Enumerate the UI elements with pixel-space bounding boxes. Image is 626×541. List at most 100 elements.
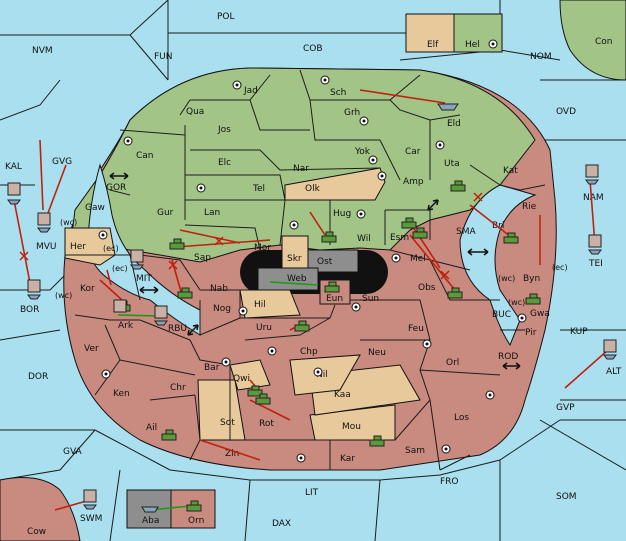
- tank-army-icon: [321, 231, 337, 243]
- supply-center-icon: [289, 220, 299, 230]
- label-sam: Sam: [405, 446, 425, 456]
- label-esm: Esm: [390, 233, 409, 243]
- tank-army-icon: [412, 227, 428, 239]
- supply-center-icon: [435, 140, 445, 150]
- label-gvg: GVG: [52, 157, 72, 167]
- label-chp: Chp: [300, 347, 318, 357]
- label-lan: Lan: [204, 208, 220, 218]
- supply-center-icon: [517, 313, 527, 323]
- ship-fleet-icon: [113, 299, 127, 313]
- label-rot: Rot: [259, 419, 274, 429]
- label-hug: Hug: [333, 209, 351, 219]
- supply-center-icon: [221, 357, 231, 367]
- label-con: Con: [595, 37, 613, 47]
- label-eld: Eld: [447, 119, 461, 129]
- fleets: [7, 103, 617, 513]
- supply-center-icon: [101, 369, 111, 379]
- land-qwi: [229, 359, 271, 391]
- legend-tan-label: Elf: [427, 40, 439, 50]
- tank-army-icon: [503, 232, 519, 244]
- supply-center-icon: [98, 230, 108, 240]
- double-arrow-icon: [109, 172, 129, 180]
- supply-center-icon: [391, 253, 401, 263]
- label-tei: TEI: [588, 259, 603, 269]
- tank-army-icon: [161, 429, 177, 441]
- label-nvm: NVM: [32, 46, 53, 56]
- ship-fleet-icon: [588, 234, 602, 255]
- label-ver: Ver: [84, 344, 99, 354]
- label-nar: Nar: [293, 164, 309, 174]
- double-arrow-icon: [502, 362, 521, 370]
- ship-fleet-icon: [437, 103, 459, 111]
- land-labels: Jad Sch Qua Jos Grh Eld Can Yok Car Uta …: [70, 86, 550, 464]
- label-ark: Ark: [118, 321, 134, 331]
- supply-center-icon: [377, 171, 387, 181]
- label-chr: Chr: [170, 383, 186, 393]
- tank-army-icon: [369, 435, 385, 447]
- label-gva: GVA: [63, 447, 83, 457]
- land-con: [559, 0, 626, 81]
- label-kor: Kor: [80, 284, 95, 294]
- label-ovd: OVD: [556, 107, 576, 117]
- tank-army-icon: [247, 385, 263, 397]
- coast-wc-gwa: (wc): [508, 298, 525, 307]
- label-gor: GOR: [106, 183, 126, 193]
- ship-fleet-icon: [154, 305, 168, 326]
- ship-fleet-icon: [7, 182, 21, 205]
- label-gur: Gur: [157, 208, 174, 218]
- label-rbu: RBU: [168, 324, 187, 334]
- label-hil: Hil: [254, 300, 266, 310]
- label-ail: Ail: [146, 423, 157, 433]
- label-kal: KAL: [5, 162, 22, 172]
- label-mou: Mou: [342, 422, 361, 432]
- label-dax: DAX: [272, 519, 291, 529]
- label-mor: Mor: [254, 243, 271, 253]
- supply-center-icon: [313, 367, 323, 377]
- label-skr: Skr: [287, 254, 302, 264]
- legend-tan-box: [405, 13, 455, 53]
- coast-ec-mit: (ec): [112, 264, 128, 273]
- label-wil: Wil: [357, 234, 371, 244]
- internal-borders: [65, 69, 546, 471]
- supply-center-icon: [485, 390, 495, 400]
- coast-labels: (wc) (ec) (ec) (wc) (wc) (wc) (ec): [55, 218, 568, 307]
- double-arrow-icon: [139, 286, 159, 294]
- label-gaw: Gaw: [85, 203, 105, 213]
- failed-order-marks: [19, 192, 483, 280]
- tank-army-icon: [186, 500, 202, 512]
- supply-center-icon: [351, 302, 361, 312]
- label-mit: MIT: [136, 274, 152, 284]
- tank-army-icon: [255, 393, 271, 405]
- label-sap: Sap: [194, 253, 211, 263]
- label-orn: Orn: [188, 516, 204, 526]
- supply-center-icon: [238, 306, 248, 316]
- supply-center-icon: [356, 209, 366, 219]
- label-kat: Kat: [503, 166, 518, 176]
- ship-fleet-icon: [141, 506, 159, 513]
- coast-wc-byn: (wc): [498, 274, 515, 283]
- label-zin: Zin: [225, 449, 239, 459]
- label-uru: Uru: [256, 323, 272, 333]
- label-neu: Neu: [368, 348, 386, 358]
- tank-army-icon: [447, 287, 463, 299]
- legend-green-label: Hel: [465, 40, 480, 50]
- label-web: Web: [287, 274, 307, 284]
- inner-sea-sma: [459, 184, 537, 347]
- label-pol: POL: [217, 12, 235, 22]
- label-ken: Ken: [113, 389, 130, 399]
- supply-center-icon: [296, 453, 306, 463]
- label-obs: Obs: [418, 283, 436, 293]
- label-tel: Tel: [252, 184, 265, 194]
- coast-wc-kor: (wc): [55, 291, 72, 300]
- label-buc: BUC: [492, 310, 511, 320]
- label-rod: ROD: [498, 352, 518, 362]
- ship-fleet-icon: [27, 279, 41, 300]
- sea-labels: POL FUN COB NVM NOM Con OVD KAL GVG GOR …: [5, 12, 622, 537]
- coast-wc-mvu: (wc): [60, 218, 77, 227]
- tank-army-icon: [401, 217, 417, 229]
- label-fun: FUN: [154, 52, 173, 62]
- label-kar: Kar: [340, 454, 355, 464]
- tank-army-icon: [525, 293, 541, 305]
- ship-fleet-icon: [130, 249, 144, 270]
